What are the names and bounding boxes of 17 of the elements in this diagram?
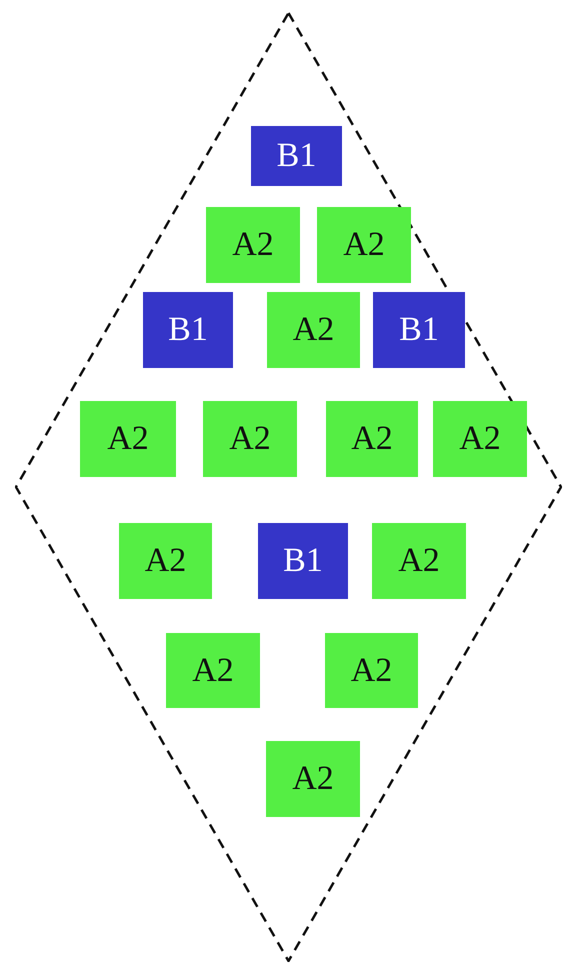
block-box: A2 — [206, 207, 300, 283]
block-box: A2 — [326, 401, 418, 477]
block-box: B1 — [258, 523, 348, 599]
block-box: A2 — [203, 401, 297, 477]
block-box: A2 — [433, 401, 527, 477]
block-box: A2 — [372, 523, 466, 599]
block-box: A2 — [267, 292, 360, 368]
block-box: A2 — [166, 633, 260, 708]
block-box: A2 — [266, 741, 360, 817]
dashed-diamond-outline — [15, 12, 562, 962]
block-box: B1 — [143, 292, 233, 368]
block-box: A2 — [119, 523, 212, 599]
block-box: B1 — [373, 292, 465, 368]
block-box: B1 — [251, 126, 342, 186]
block-box: A2 — [325, 633, 418, 708]
block-box: A2 — [317, 207, 411, 283]
block-box: A2 — [80, 401, 176, 477]
